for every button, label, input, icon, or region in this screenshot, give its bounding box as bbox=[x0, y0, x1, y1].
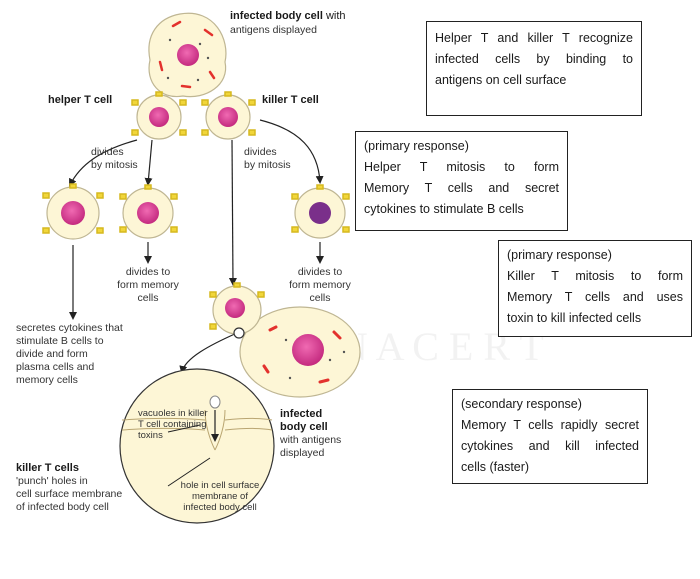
helper-t-cell-daughter-2 bbox=[119, 184, 178, 239]
killer-t-cell-daughter bbox=[291, 184, 350, 239]
infected-body-cell-title: infected body cell with bbox=[230, 10, 346, 22]
killer-t-cell-attacking bbox=[209, 282, 265, 339]
helper-primary-box: (primary response) Helper T mitosis to f… bbox=[355, 131, 568, 231]
killer-t-cell-top bbox=[201, 91, 256, 140]
killer-primary-box: (primary response) Killer T mitosis to f… bbox=[498, 240, 692, 337]
magnified-membrane bbox=[119, 368, 275, 524]
infected-body-cell-2-label: infected body cell with antigens display… bbox=[280, 408, 342, 459]
helper-t-cell-top bbox=[131, 91, 187, 140]
arrows bbox=[69, 119, 324, 374]
killer-t-punch-label: killer T cells 'punch' holes in cell sur… bbox=[16, 462, 123, 513]
antigens-displayed-label: antigens displayed bbox=[230, 24, 317, 36]
helper-t-cell-label: helper T cell bbox=[48, 94, 113, 106]
infected-body-cell-top bbox=[148, 12, 227, 98]
helper-t-cell-daughter-1 bbox=[42, 183, 104, 240]
secondary-box: (secondary response) Memory T cells rapi… bbox=[452, 389, 648, 484]
killer-t-cell-label: killer T cell bbox=[262, 94, 319, 106]
infected-body-cell-attacked bbox=[239, 306, 361, 398]
recognize-box: Helper T and killer T recognize infected… bbox=[426, 21, 642, 116]
